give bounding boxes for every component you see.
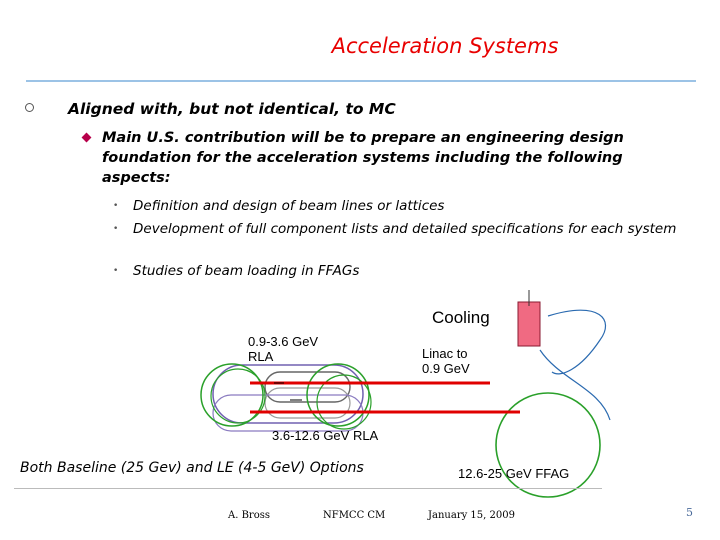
rla2-label: 3.6-12.6 GeV RLA	[272, 428, 379, 443]
page-number: 5	[686, 506, 693, 519]
level1-bullet-icon	[25, 103, 34, 112]
rla2-ring	[212, 364, 364, 424]
footer-meeting: NFMCC CM	[323, 510, 386, 521]
bullet-level3-item: Definition and design of beam lines or l…	[133, 198, 445, 214]
bullet-level3-item: Development of full component lists and …	[133, 221, 677, 237]
cooling-channel	[517, 301, 541, 347]
arc-ring	[306, 363, 370, 427]
level3-bullet-icon: •	[113, 266, 119, 276]
ffag-ring	[495, 392, 601, 498]
transfer-line-curve	[547, 309, 607, 375]
ffag-label: 12.6-25 GeV FFAG	[458, 466, 570, 481]
level3-bullet-icon: •	[113, 224, 119, 234]
title-divider	[26, 80, 696, 82]
slide-title: Acceleration Systems	[331, 34, 559, 58]
bullet-level1: Aligned with, but not identical, to MC	[68, 100, 396, 118]
linac-label: Linac to 0.9 GeV	[422, 346, 470, 376]
cooling-label: Cooling	[432, 308, 490, 327]
bullet-level3-item: Studies of beam loading in FFAGs	[133, 263, 360, 279]
caption-divider	[14, 488, 602, 489]
transfer-line-curve	[539, 349, 611, 421]
bullet-level2: Main U.S. contribution will be to prepar…	[102, 130, 624, 186]
footer-date: January 15, 2009	[428, 510, 515, 521]
arc-ring	[316, 374, 372, 430]
options-caption: Both Baseline (25 Gev) and LE (4-5 GeV) …	[20, 460, 364, 476]
rla1-label: 0.9-3.6 GeV RLA	[248, 334, 319, 364]
level3-bullet-icon: •	[113, 201, 119, 211]
arc-ring	[210, 368, 266, 424]
footer-author: A. Bross	[228, 510, 270, 521]
arc-ring	[200, 363, 264, 427]
